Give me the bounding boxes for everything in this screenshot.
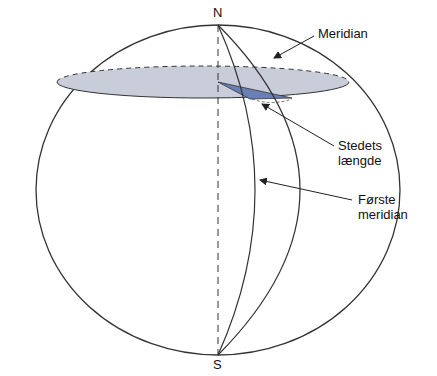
leader-line — [274, 36, 314, 58]
latitude-back — [57, 66, 349, 82]
longitude-sector — [218, 82, 292, 99]
pole-label: N — [213, 5, 222, 20]
earth-axis — [218, 25, 219, 355]
longitude-arc — [252, 99, 292, 103]
leader-line — [262, 104, 334, 146]
prime-meridian-line — [218, 25, 255, 355]
latitude-front — [57, 82, 349, 98]
callout-label: Stedets længde — [338, 138, 408, 168]
meridian-line — [218, 25, 300, 355]
callout-label: Meridian — [318, 26, 368, 41]
globe-outline — [36, 25, 400, 355]
pole-label: S — [213, 357, 222, 372]
callout-label: Første meridian — [358, 192, 430, 222]
leader-line — [260, 180, 352, 200]
latitude-plane — [57, 66, 349, 98]
